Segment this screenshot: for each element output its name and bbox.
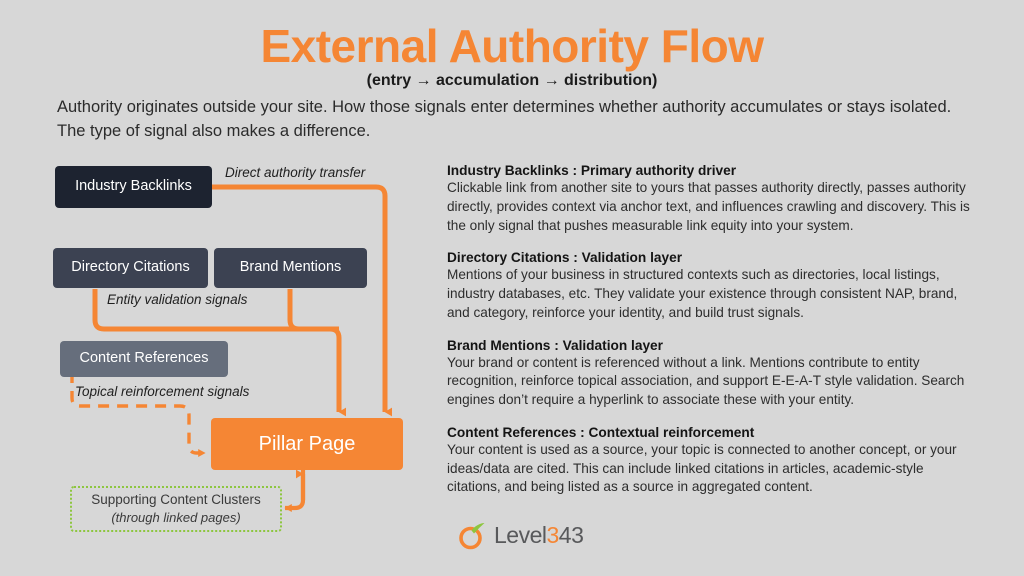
page-subtitle: (entry → accumulation → distribution) [366, 72, 658, 89]
node-content-references[interactable]: Content References [60, 341, 228, 377]
brand-logo[interactable]: Level343 [455, 518, 584, 552]
brand-logo-text-part1: Level [494, 521, 547, 548]
note-industry-backlinks-heading: Industry Backlinks : Primary authority d… [447, 163, 737, 178]
brand-logo-text-accent: 3 [546, 521, 559, 548]
node-brand-mentions[interactable]: Brand Mentions [214, 248, 367, 288]
note-content-references-body: Your content is used as a source, your t… [447, 441, 957, 495]
edge-label-topical-reinforcement-signals: Topical reinforcement signals [75, 384, 250, 399]
authority-flow-diagram: Industry Backlinks Directory Citations B… [0, 0, 440, 576]
node-pillar-page-label: Pillar Page [258, 433, 356, 455]
note-directory-citations-heading: Directory Citations : Validation layer [447, 250, 683, 266]
wire-pillar-to-clusters [284, 470, 306, 512]
node-supporting-content-clusters-label: Supporting Content Clusters [91, 492, 261, 508]
note-directory-citations-body: Mentions of your business in structured … [447, 267, 958, 320]
note-brand-mentions-body: Your brand or content is referenced with… [447, 354, 965, 408]
note-industry-backlinks-body: Clickable link from another site to your… [447, 180, 970, 233]
node-supporting-content-clusters-sublabel: (through linked pages) [111, 510, 241, 526]
node-directory-citations-label: Directory Citations [71, 259, 190, 276]
brand-logo-text-part2: 43 [558, 521, 584, 548]
node-supporting-content-clusters[interactable]: Supporting Content Clusters (through lin… [70, 486, 282, 532]
wire-directory-citations-to-trunk [92, 289, 339, 332]
brand-logo-text: Level343 [494, 521, 584, 549]
edge-label-entity-validation-signals: Entity validation signals [107, 292, 248, 307]
node-directory-citations[interactable]: Directory Citations [53, 248, 208, 288]
node-content-references-label: Content References [79, 350, 209, 367]
note-directory-citations: Directory Citations : Validation layer M… [447, 250, 977, 322]
note-content-references: Content References : Contextual reinforc… [447, 425, 977, 497]
signal-descriptions: Industry Backlinks : Primary authority d… [447, 163, 977, 512]
page-title: External Authority Flow [260, 20, 764, 72]
orange-fruit-icon [459, 523, 485, 550]
node-industry-backlinks-label: Industry Backlinks [75, 178, 192, 195]
node-brand-mentions-label: Brand Mentions [239, 259, 342, 276]
note-brand-mentions: Brand Mentions : Validation layer Your b… [447, 338, 977, 410]
diagram-connectors [70, 184, 393, 512]
wire-backlinks-to-pillar [212, 184, 393, 417]
node-industry-backlinks[interactable]: Industry Backlinks [55, 166, 212, 208]
intro-paragraph: Authority originates outside your site. … [57, 98, 952, 140]
note-brand-mentions-heading: Brand Mentions : Validation layer [447, 337, 663, 353]
note-content-references-heading: Content References : Contextual reinforc… [447, 424, 755, 440]
node-pillar-page[interactable]: Pillar Page [211, 418, 403, 470]
edge-label-direct-authority-transfer: Direct authority transfer [225, 165, 366, 180]
wire-content-references-to-pillar [70, 372, 206, 457]
wire-brand-mentions-to-pillar [287, 289, 347, 417]
note-industry-backlinks: Industry Backlinks : Primary authority d… [447, 163, 977, 235]
